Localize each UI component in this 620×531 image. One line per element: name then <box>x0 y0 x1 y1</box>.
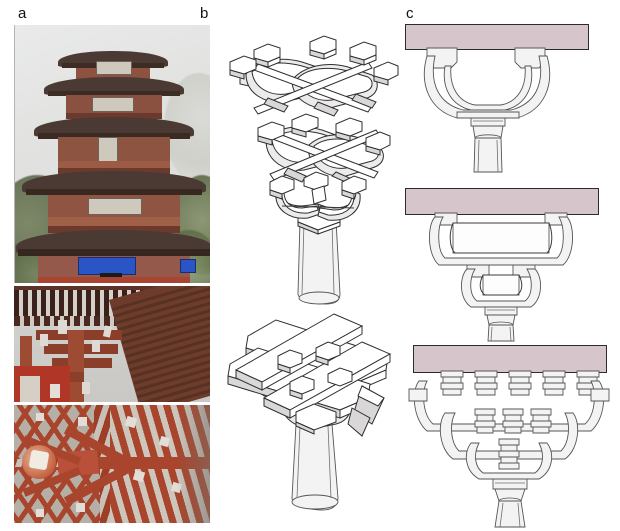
panel-label-b: b <box>200 5 209 22</box>
architrave-beam <box>405 188 599 215</box>
bracket-elevation-single-step <box>405 24 605 174</box>
bracket-set-exploded-tier2 <box>252 112 392 185</box>
bracket-set-on-column-complex <box>212 312 408 518</box>
architrave-beam <box>405 24 589 50</box>
bracket-elevation-multi-tier <box>405 345 611 528</box>
bracket-set-on-column-simple <box>268 171 368 312</box>
ceiling-lattice-photo <box>14 405 210 523</box>
bracket-elevation-two-step <box>405 188 605 342</box>
eave-underside-photo <box>14 286 210 402</box>
panel-label-a: a <box>18 5 27 22</box>
pagoda-exterior-photo <box>14 25 210 283</box>
panel-label-c: c <box>406 5 414 22</box>
bracket-set-exploded-tier3 <box>222 24 402 119</box>
